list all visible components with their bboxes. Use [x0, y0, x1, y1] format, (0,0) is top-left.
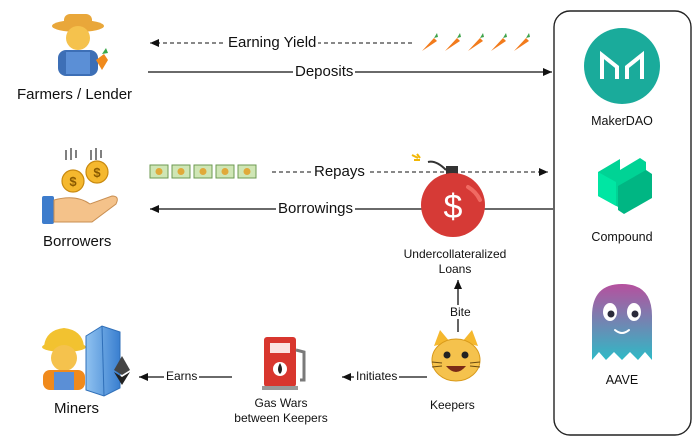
- banknote-icon: [193, 164, 213, 179]
- gas-wars-label: Gas Wars between Keepers: [234, 396, 328, 425]
- svg-text:$: $: [93, 165, 101, 180]
- bite-edge-label: Bite: [448, 305, 473, 319]
- gas-pump-icon: [262, 337, 306, 390]
- carrot-icon: [445, 33, 465, 51]
- miners-label: Miners: [54, 400, 100, 417]
- earns-edge-label: Earns: [164, 369, 200, 383]
- ethereum-server-icon: [85, 325, 130, 397]
- farmer-icon: [52, 14, 108, 76]
- cat-face-icon: [431, 330, 481, 382]
- carrot-icons: [422, 33, 534, 51]
- compound-label: Compound: [591, 230, 653, 244]
- svg-text:$: $: [69, 174, 77, 189]
- banknote-icon: [215, 164, 235, 179]
- carrot-icon: [514, 33, 534, 51]
- bomb-dollar-icon: $: [411, 153, 485, 237]
- initiates-edge-label: Initiates: [354, 369, 400, 383]
- carrot-icon: [468, 33, 488, 51]
- repays-edge-label: Repays: [312, 163, 367, 180]
- makerdao-logo: [584, 28, 660, 104]
- protocols-container: [553, 10, 692, 436]
- svg-text:$: $: [444, 188, 463, 226]
- hand-coins-icon: $ $: [42, 148, 118, 224]
- borrowers-label: Borrowers: [43, 233, 112, 250]
- earning-yield-edge-label: Earning Yield: [226, 34, 319, 51]
- undercollateralized-loans-label: Undercollateralized Loans: [403, 247, 507, 276]
- banknote-icon: [149, 164, 169, 179]
- makerdao-label: MakerDAO: [591, 114, 653, 128]
- carrot-icon: [422, 33, 442, 51]
- banknote-icon: [237, 164, 257, 179]
- aave-ghost-logo: [592, 284, 652, 360]
- construction-worker-icon: [42, 328, 86, 390]
- banknote-icon: [171, 164, 191, 179]
- keepers-label: Keepers: [430, 398, 475, 412]
- borrowings-edge-label: Borrowings: [276, 200, 356, 217]
- aave-label: AAVE: [605, 373, 639, 387]
- farmers-lender-label: Farmers / Lender: [17, 86, 133, 103]
- compound-logo: [598, 158, 652, 214]
- money-icons: [149, 164, 257, 179]
- deposits-edge-label: Deposits: [293, 63, 356, 80]
- carrot-icon: [491, 33, 511, 51]
